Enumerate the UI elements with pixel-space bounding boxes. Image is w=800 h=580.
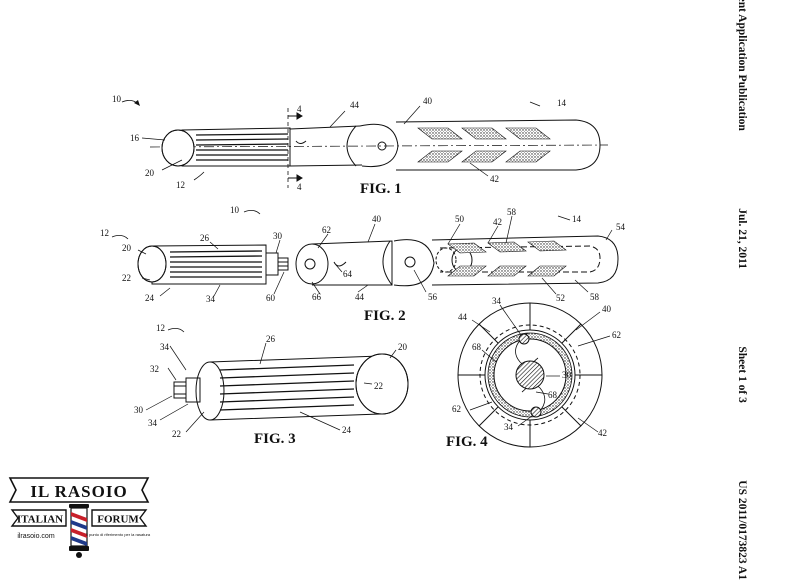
fig4-label-62-left: 62: [452, 404, 461, 414]
fig4-label-62-right: 62: [612, 330, 621, 340]
logo-left-word: ITALIAN: [17, 514, 63, 526]
logo-url: ilrasoio.com: [17, 533, 55, 540]
fig2-label-34: 34: [206, 294, 216, 304]
fig2-label-50: 50: [455, 214, 465, 224]
fig1-caption: FIG. 1: [360, 181, 402, 197]
fig2-label-30: 30: [273, 231, 283, 241]
fig2-label-56: 56: [428, 292, 438, 302]
fig2-label-14: 14: [572, 214, 582, 224]
fig2-label-40: 40: [372, 214, 382, 224]
fig2-label-22: 22: [122, 273, 131, 283]
fig4-label-40: 40: [602, 304, 612, 314]
fig1-label-4-bottom: 4: [297, 182, 302, 192]
fig2-label-20: 20: [122, 243, 132, 253]
fig2-caption: FIG. 2: [364, 308, 406, 324]
fig2-label-12: 12: [100, 228, 109, 238]
barber-pole-icon: [69, 504, 89, 558]
figure-3: [145, 328, 409, 433]
fig2-label-58-bottom: 58: [590, 292, 600, 302]
logo-tagline: Il punto di riferimento per la rasatura: [86, 532, 151, 537]
fig3-label-32: 32: [150, 364, 159, 374]
figure-4: [457, 302, 611, 448]
fig4-label-44: 44: [458, 312, 468, 322]
fig3-label-12: 12: [156, 323, 165, 333]
fig2-chevrons: [447, 240, 567, 277]
ilrasoio-logo: IL RASOIO ITALIAN FORUM ilrasoio.com Il …: [6, 474, 152, 560]
fig2-label-66: 66: [312, 292, 322, 302]
fig3-label-34-top: 34: [160, 342, 170, 352]
fig3-label-22-end: 22: [374, 381, 383, 391]
fig1-label-44: 44: [350, 100, 360, 110]
fig4-label-68-right: 68: [548, 390, 558, 400]
fig3-label-22-bottom: 22: [172, 429, 181, 439]
fig1-label-14: 14: [557, 98, 567, 108]
fig1-chevrons: [417, 127, 551, 163]
figure-1: [121, 100, 609, 188]
fig2-label-58-top: 58: [507, 207, 517, 217]
fig2-label-10: 10: [230, 205, 240, 215]
fig1-label-12: 12: [176, 180, 185, 190]
figure-2: [111, 210, 619, 297]
fig3-label-34-bottom: 34: [148, 418, 158, 428]
fig2-label-26: 26: [200, 233, 210, 243]
fig3-label-26: 26: [266, 334, 276, 344]
fig4-label-42: 42: [598, 428, 607, 438]
fig2-label-24: 24: [145, 293, 155, 303]
fig4-label-34-top: 34: [492, 296, 502, 306]
fig4-label-30: 30: [562, 370, 572, 380]
fig3-label-24: 24: [342, 425, 352, 435]
fig2-label-42: 42: [493, 217, 502, 227]
fig2-label-52: 52: [556, 293, 565, 303]
fig2-label-60: 60: [266, 293, 276, 303]
fig2-label-62: 62: [322, 225, 331, 235]
fig3-label-20: 20: [398, 342, 408, 352]
fig1-label-4-top: 4: [297, 104, 302, 114]
fig1-label-16: 16: [130, 133, 140, 143]
logo-title: IL RASOIO: [30, 482, 127, 501]
fig3-caption: FIG. 3: [254, 431, 296, 447]
fig2-label-44: 44: [355, 292, 365, 302]
fig1-label-10: 10: [112, 94, 122, 104]
fig1-label-40: 40: [423, 96, 433, 106]
fig1-label-42: 42: [490, 174, 499, 184]
logo-right-word: FORUM: [97, 514, 139, 526]
fig4-label-68-left: 68: [472, 342, 482, 352]
fig4-caption: FIG. 4: [446, 434, 488, 450]
fig2-label-54: 54: [616, 222, 626, 232]
fig2-label-64: 64: [343, 269, 353, 279]
fig1-label-20: 20: [145, 168, 155, 178]
drawing-sheet: 10 16 20 12 4 4 44 40 14 42 FIG. 1: [100, 94, 626, 450]
fig4-label-34-bottom: 34: [504, 422, 514, 432]
fig3-label-30: 30: [134, 405, 144, 415]
